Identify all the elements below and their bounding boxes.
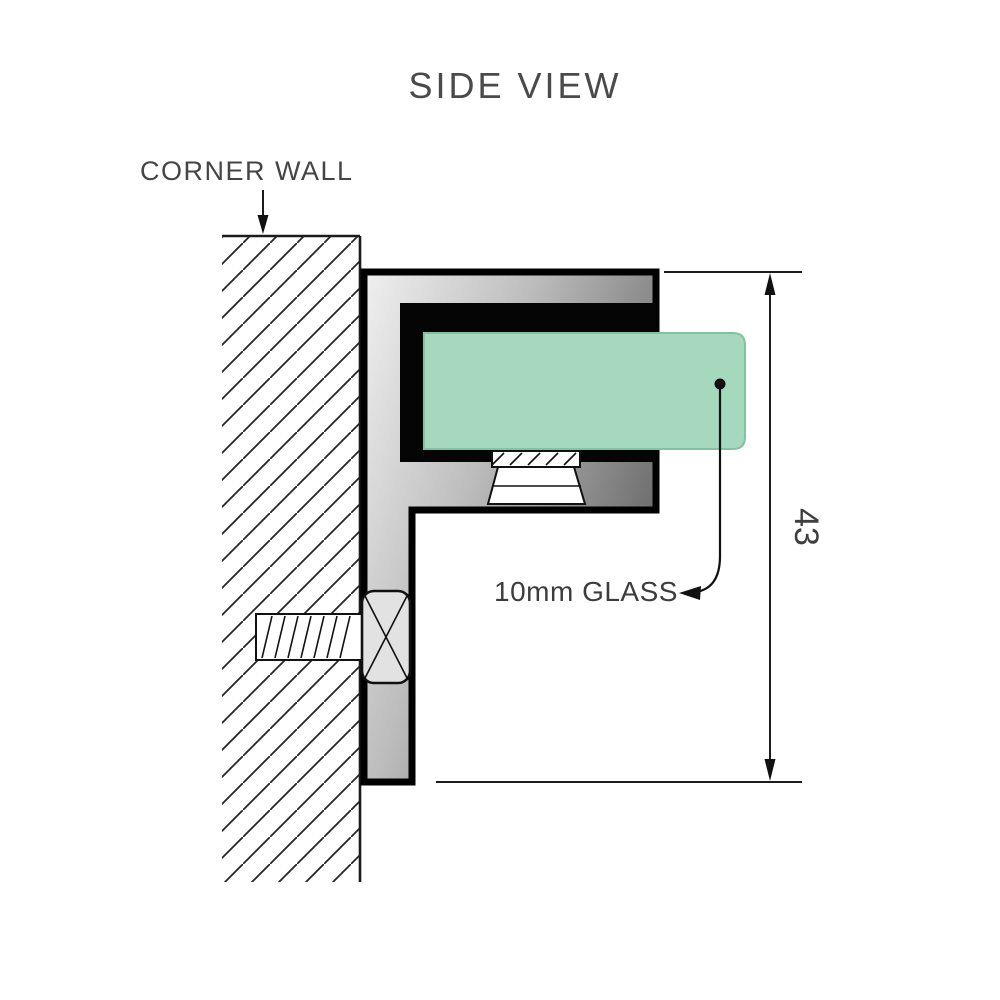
callout-arrowhead [679,586,701,600]
wall-hatching [222,236,360,882]
grub-screw [486,450,587,505]
glass-callout-label: 10mm GLASS [494,576,678,607]
callout-dot [714,378,726,390]
glass-callout: 10mm GLASS [494,378,726,607]
dimension-arrow-down [764,759,776,781]
dimension-arrow-up [764,273,776,295]
wall [222,234,362,882]
callout-leader-line [695,389,722,594]
screw-shaft [255,613,363,661]
glass-panel [423,332,746,450]
corner-wall-label: CORNER WALL [140,156,354,186]
dimension-43: 43 [436,271,825,783]
glass-channel-liner [400,303,656,462]
dimension-value: 43 [787,508,825,546]
corner-wall-arrow [257,190,269,234]
fixing-screw [255,589,412,685]
diagram-title: SIDE VIEW [408,65,621,106]
